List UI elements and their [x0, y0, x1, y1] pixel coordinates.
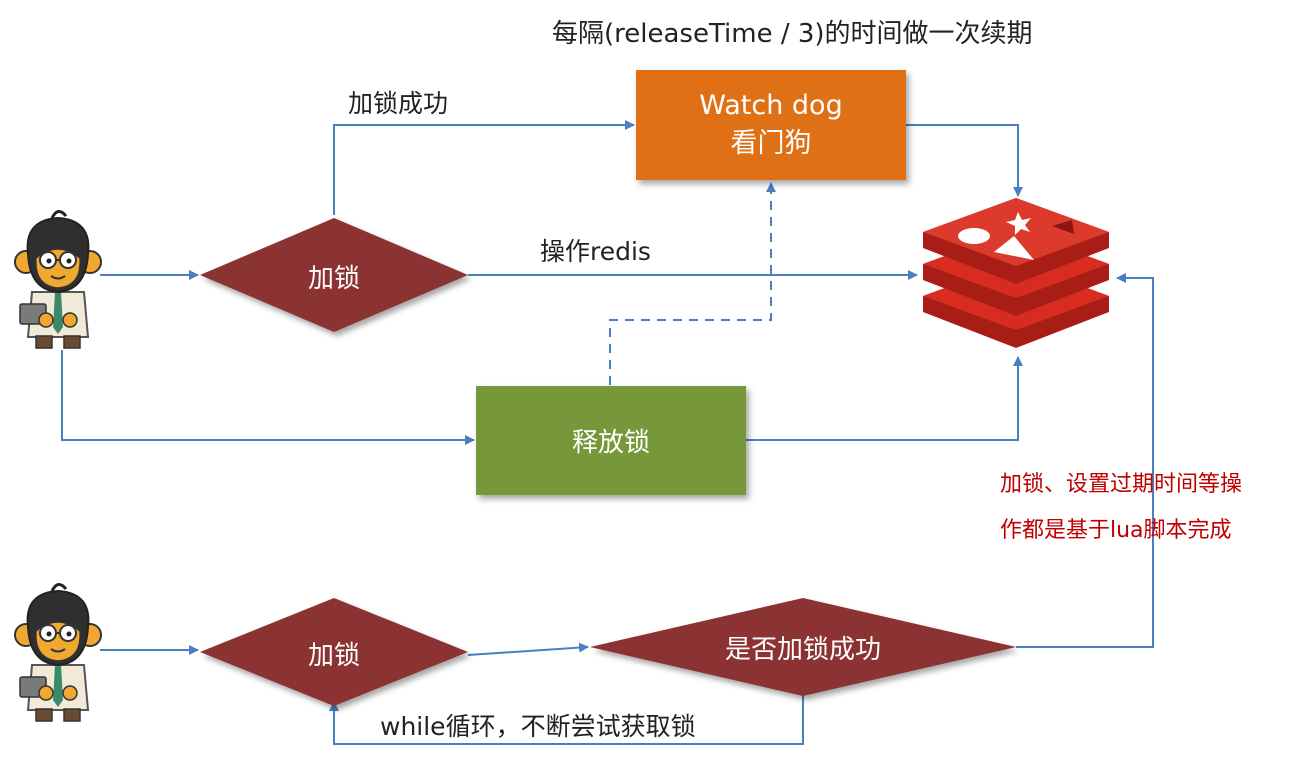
arrow-watchdog-to-redis: [906, 124, 1023, 197]
connectors: [61, 120, 1154, 745]
while-loop-label: while循环，不断尝试获取锁: [380, 712, 696, 741]
redis-logo-icon: [923, 198, 1109, 348]
watchdog-title: Watch dog: [699, 90, 843, 121]
operate-redis-label: 操作redis: [540, 237, 651, 266]
programmer-avatar-icon: [13, 209, 103, 350]
arrow-lock-to-check: [467, 642, 589, 656]
lock-diamond-top: [200, 218, 468, 332]
programmer-avatar-icon: [13, 582, 103, 723]
check-diamond: [590, 598, 1016, 696]
watchdog-subtitle: 看门狗: [730, 128, 812, 159]
watchdog-box: Watch dog 看门狗: [636, 70, 906, 180]
arrow-check-to-redis: [1016, 273, 1154, 648]
arrow-while-loop: [329, 695, 804, 745]
lock-bottom-label: 加锁: [307, 641, 360, 671]
lock-diamond-bottom: [200, 598, 468, 706]
arrow-user-to-release: [61, 350, 475, 445]
check-lock-label: 是否加锁成功: [724, 635, 881, 665]
release-lock-label: 释放锁: [571, 428, 650, 458]
lock-top-label: 加锁: [307, 264, 360, 294]
lua-note-line1: 加锁、设置过期时间等操: [1000, 472, 1243, 497]
arrow-release-to-redis: [746, 356, 1023, 441]
renewal-note: 每隔(releaseTime / 3)的时间做一次续期: [552, 19, 1033, 49]
arrow-release-to-watchdog: [609, 182, 776, 385]
lua-note-line2: 作都是基于lua脚本完成: [1000, 518, 1232, 543]
lock-success-label: 加锁成功: [348, 89, 449, 118]
release-lock-box: 释放锁: [476, 386, 746, 495]
arrow-lock-success: [333, 120, 635, 215]
